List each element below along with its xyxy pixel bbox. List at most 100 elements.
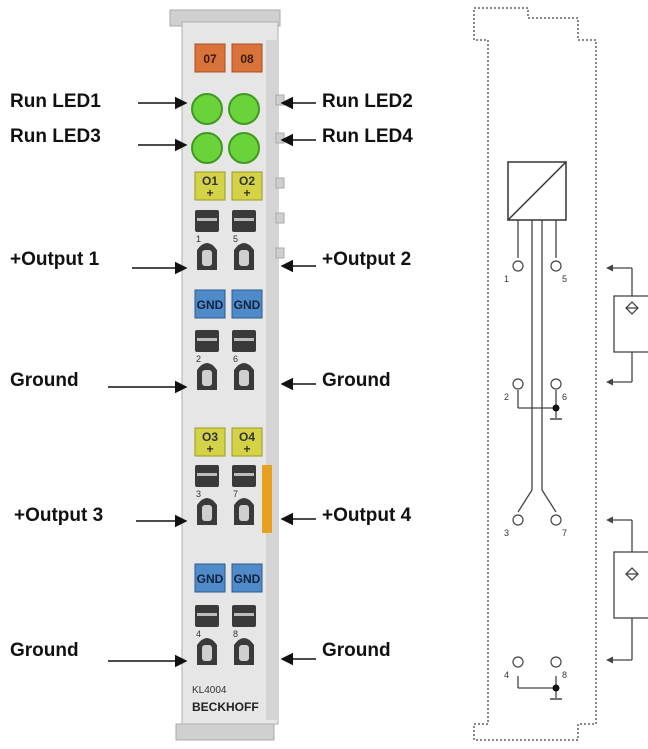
tag-gnd-1 xyxy=(194,289,226,319)
callout-run-led2: Run LED2 xyxy=(322,91,413,112)
tag-o1-plus: + xyxy=(206,186,213,200)
callout-output-2: +Output 2 xyxy=(322,249,411,270)
tag-gnd-4 xyxy=(231,563,263,593)
contact-number: 8 xyxy=(233,629,238,639)
contact-slot-highlight xyxy=(197,613,217,616)
tag-07-text: 07 xyxy=(203,52,217,66)
contact-wire-hole xyxy=(202,505,212,521)
contact-wire-hole xyxy=(239,250,249,266)
schematic-terminal xyxy=(512,260,524,272)
contact-number: 1 xyxy=(196,234,201,244)
tag-o2 xyxy=(231,171,263,201)
load-arrows xyxy=(606,264,613,664)
contact-wire-hole xyxy=(202,645,212,661)
schematic-terminal xyxy=(512,656,524,668)
contact-slot-highlight xyxy=(234,338,254,341)
contact-wire-hole xyxy=(202,250,212,266)
channel-tags-top: O1 O2 + + xyxy=(194,171,263,201)
contact-slot-highlight xyxy=(197,218,217,221)
tag-o4 xyxy=(231,427,263,457)
tag-08-text: 08 xyxy=(240,52,254,66)
contact-number: 4 xyxy=(196,629,201,639)
contact-number: 6 xyxy=(233,354,238,364)
load-2 xyxy=(610,519,648,661)
side-orange-strip xyxy=(262,465,272,533)
callout-output-3: +Output 3 xyxy=(14,505,103,526)
contact-number: 3 xyxy=(196,489,201,499)
channel-tags-bottom: O3 O4 + + xyxy=(194,427,263,457)
callouts-left: Run LED1 Run LED3 +Output 1 Ground +Outp… xyxy=(10,91,103,661)
contact-wire-hole xyxy=(239,370,249,386)
schematic-terminal xyxy=(512,378,524,390)
contact-slot-highlight xyxy=(234,218,254,221)
tag-o3-plus: + xyxy=(206,442,213,456)
callout-arrows xyxy=(108,96,316,668)
load-1 xyxy=(610,267,648,383)
bottom-clip xyxy=(175,723,275,741)
junction-dot-2 xyxy=(552,684,560,692)
contact-wire-hole xyxy=(239,505,249,521)
schematic-pin-label: 6 xyxy=(562,392,567,402)
tag-o1-text: O1 xyxy=(202,174,218,188)
tag-07 xyxy=(194,43,226,73)
contact-number: 2 xyxy=(196,354,201,364)
housing-side xyxy=(266,40,278,720)
schematic-pin-label: 5 xyxy=(562,274,567,284)
callouts-right: Run LED2 Run LED4 +Output 2 Ground +Outp… xyxy=(322,91,413,661)
tag-gnd-3-text: GND xyxy=(197,572,224,586)
tag-gnd-3 xyxy=(194,563,226,593)
tag-08 xyxy=(231,43,263,73)
contact-slot-highlight xyxy=(234,473,254,476)
tag-gnd-2 xyxy=(231,289,263,319)
callout-output-1: +Output 1 xyxy=(10,249,100,270)
run-led-2 xyxy=(228,93,260,125)
top-tags: 07 08 xyxy=(194,43,263,73)
schematic-terminal xyxy=(550,378,562,390)
callout-run-led4: Run LED4 xyxy=(322,126,413,147)
tag-gnd-1-text: GND xyxy=(197,298,224,312)
schematic-terminal xyxy=(550,260,562,272)
converter-diagonal xyxy=(507,161,567,221)
schematic-pin-label: 8 xyxy=(562,670,567,680)
terminal-housing xyxy=(169,9,285,741)
run-led-4 xyxy=(228,132,260,164)
run-led-1 xyxy=(191,93,223,125)
schematic-terminal xyxy=(512,514,524,526)
contact-slot-highlight xyxy=(197,473,217,476)
contact-number: 7 xyxy=(233,489,238,499)
tag-o2-plus: + xyxy=(243,186,250,200)
callout-ground-2: Ground xyxy=(322,370,391,391)
tag-o4-plus: + xyxy=(243,442,250,456)
callout-output-4: +Output 4 xyxy=(322,505,412,526)
callout-ground-3: Ground xyxy=(10,640,79,661)
run-led-3 xyxy=(191,132,223,164)
tag-o2-text: O2 xyxy=(239,174,255,188)
gnd-tags: GND GND GND GND xyxy=(194,289,263,593)
schematic: 1 5 2 6 3 7 4 8 xyxy=(473,7,648,741)
tag-o4-text: O4 xyxy=(239,430,255,444)
schematic-pin-label: 3 xyxy=(504,528,509,538)
contact-slot-highlight xyxy=(234,613,254,616)
tag-o3-text: O3 xyxy=(202,430,218,444)
tag-o1 xyxy=(194,171,226,201)
callout-run-led3: Run LED3 xyxy=(10,126,101,147)
tag-o3 xyxy=(194,427,226,457)
schematic-pin-label: 7 xyxy=(562,528,567,538)
contact-number: 5 xyxy=(233,234,238,244)
schematic-pin-label: 2 xyxy=(504,392,509,402)
brand-label: BECKHOFF xyxy=(192,700,259,714)
spring-contacts: 1 5 2 6 3 7 4 8 xyxy=(195,210,256,665)
contact-wire-hole xyxy=(239,645,249,661)
schematic-pin-label: 4 xyxy=(504,670,509,680)
schematic-outline xyxy=(473,7,597,741)
tag-gnd-2-text: GND xyxy=(234,298,261,312)
led-group xyxy=(191,93,260,164)
schematic-terminal xyxy=(550,514,562,526)
schematic-pin-label: 1 xyxy=(504,274,509,284)
callout-run-led1: Run LED1 xyxy=(10,91,101,112)
model-label: KL4004 xyxy=(192,685,227,696)
schematic-terminal xyxy=(550,656,562,668)
junction-dot-1 xyxy=(552,404,560,412)
contact-wire-hole xyxy=(202,370,212,386)
